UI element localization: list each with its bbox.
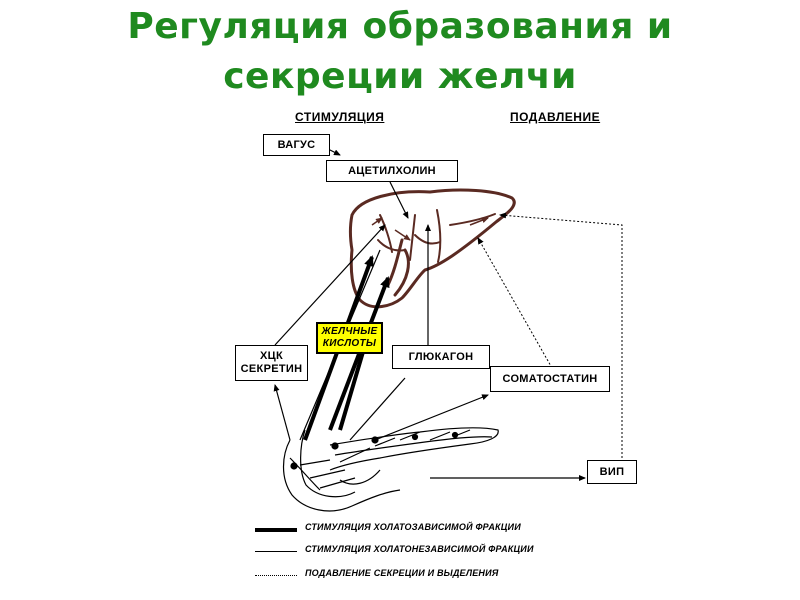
legend-line-dotted xyxy=(255,575,297,576)
dotted-lines xyxy=(477,212,623,471)
liver-arrows xyxy=(371,217,489,241)
legend-text-dotted: ПОДАВЛЕНИЕ СЕКРЕЦИИ И ВЫДЕЛЕНИЯ xyxy=(305,568,499,578)
legend-line-thick xyxy=(255,528,297,532)
glucagon-box: ГЛЮКАГОН xyxy=(392,345,490,369)
secretin-label: СЕКРЕТИН xyxy=(240,363,303,375)
acetylcholine-box: АЦЕТИЛХОЛИН xyxy=(326,160,458,182)
cck-label: ХЦК xyxy=(260,350,283,362)
legend-text-thin: СТИМУЛЯЦИЯ ХОЛАТОНЕЗАВИСИМОЙ ФРАКЦИИ xyxy=(305,544,534,554)
vagus-box: ВАГУС xyxy=(263,134,330,156)
somatostatin-box: СОМАТОСТАТИН xyxy=(490,366,610,392)
pancreas-drawing xyxy=(282,427,499,512)
legend-text-thick: СТИМУЛЯЦИЯ ХОЛАТОЗАВИСИМОЙ ФРАКЦИИ xyxy=(305,522,521,532)
liver-drawing xyxy=(349,188,516,309)
title-line-1: Регуляция образования и xyxy=(127,6,673,47)
vip-box: ВИП xyxy=(587,460,637,484)
page-title: Регуляция образования и секреции желчи xyxy=(0,2,800,102)
header-suppression: ПОДАВЛЕНИЕ xyxy=(510,110,601,124)
bile-acids-box: ЖЕЛЧНЫЕ КИСЛОТЫ xyxy=(316,322,383,354)
legend-line-thin xyxy=(255,551,297,552)
bile-acids-label-1: ЖЕЛЧНЫЕ xyxy=(321,326,378,337)
cck-secretin-box: ХЦК СЕКРЕТИН xyxy=(235,345,308,381)
bile-acids-label-2: КИСЛОТЫ xyxy=(322,338,377,349)
title-line-2: секреции желчи xyxy=(223,56,577,97)
header-stimulation: СТИМУЛЯЦИЯ xyxy=(295,110,385,124)
